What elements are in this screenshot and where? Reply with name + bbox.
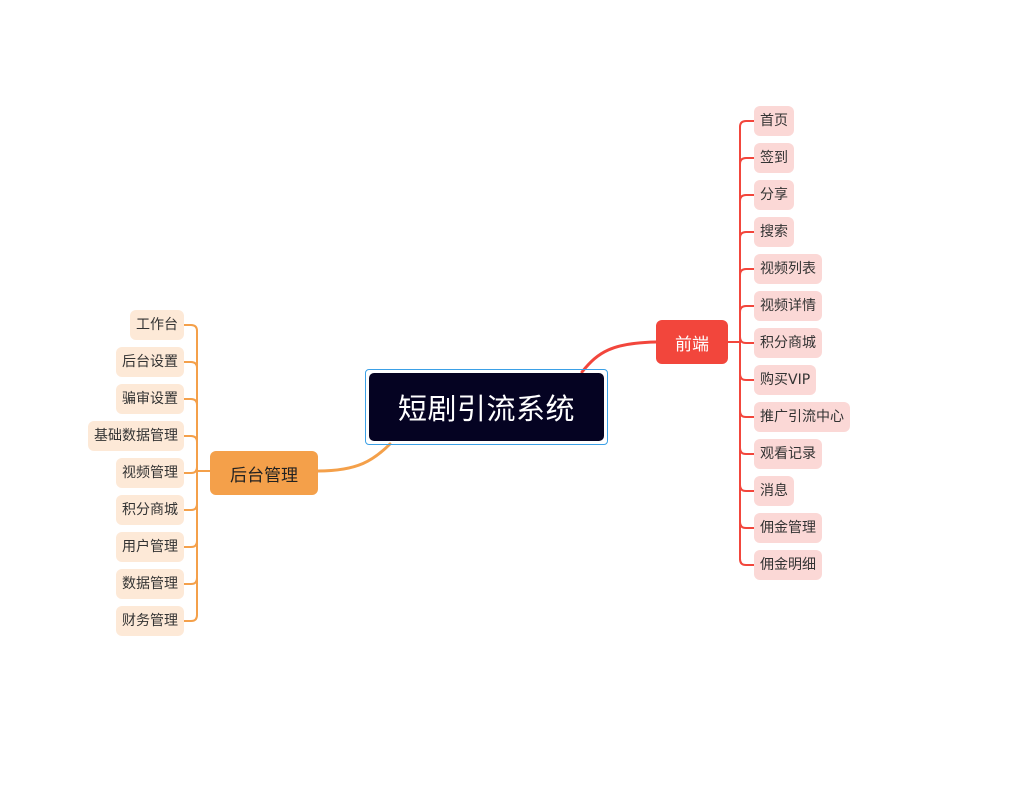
back-leaf-item[interactable]: 用户管理 xyxy=(116,532,184,562)
back-leaf-connector xyxy=(183,503,198,511)
front-leaf-item[interactable]: 积分商城 xyxy=(754,328,822,358)
front-leaf-connector xyxy=(739,305,755,313)
branch-node-front[interactable]: 前端 xyxy=(656,320,728,364)
back-leaf-connector xyxy=(183,435,198,443)
back-leaf-item[interactable]: 视频管理 xyxy=(116,458,184,488)
back-leaf-item[interactable]: 后台设置 xyxy=(116,347,184,377)
front-leaf-connector xyxy=(739,558,755,566)
front-leaf-connector xyxy=(739,157,755,165)
front-leaf-item[interactable]: 观看记录 xyxy=(754,439,822,469)
back-leaf-item[interactable]: 工作台 xyxy=(130,310,184,340)
front-leaf-connector xyxy=(739,410,755,418)
root-node-label: 短剧引流系统 xyxy=(369,373,604,441)
front-leaf-connector xyxy=(739,231,755,239)
front-leaf-connector xyxy=(739,447,755,455)
back-leaf-connector xyxy=(183,398,198,406)
back-leaf-item[interactable]: 骗审设置 xyxy=(116,384,184,414)
front-leaf-connector xyxy=(739,336,755,344)
front-leaf-item[interactable]: 佣金明细 xyxy=(754,550,822,580)
back-leaf-connector xyxy=(183,324,198,332)
root-to-back-connector xyxy=(316,442,392,473)
back-leaf-connector xyxy=(183,466,198,474)
front-leaf-connector xyxy=(739,120,755,128)
front-leaf-item[interactable]: 搜索 xyxy=(754,217,794,247)
front-leaf-connector xyxy=(739,268,755,276)
front-leaf-connector xyxy=(739,521,755,529)
front-leaf-item[interactable]: 视频详情 xyxy=(754,291,822,321)
back-leaf-connector xyxy=(183,540,198,548)
root-node[interactable]: 短剧引流系统 xyxy=(365,369,608,445)
back-leaf-item[interactable]: 财务管理 xyxy=(116,606,184,636)
back-leaf-connector xyxy=(183,361,198,369)
back-leaf-item[interactable]: 基础数据管理 xyxy=(88,421,184,451)
back-leaf-connector xyxy=(183,614,198,622)
front-leaf-item[interactable]: 购买VIP xyxy=(754,365,817,395)
front-leaf-item[interactable]: 推广引流中心 xyxy=(754,402,850,432)
front-leaf-item[interactable]: 消息 xyxy=(754,476,794,506)
front-leaf-connector xyxy=(739,194,755,202)
root-to-front-connector xyxy=(580,340,658,374)
back-leaf-item[interactable]: 数据管理 xyxy=(116,569,184,599)
front-leaf-item[interactable]: 签到 xyxy=(754,143,794,173)
front-leaf-item[interactable]: 首页 xyxy=(754,106,794,136)
branch-node-back[interactable]: 后台管理 xyxy=(210,451,318,495)
back-leaf-connector xyxy=(183,577,198,585)
front-leaf-item[interactable]: 佣金管理 xyxy=(754,513,822,543)
front-leaf-item[interactable]: 分享 xyxy=(754,180,794,210)
front-leaf-connector xyxy=(739,484,755,492)
front-leaf-item[interactable]: 视频列表 xyxy=(754,254,822,284)
front-leaf-connector xyxy=(739,373,755,381)
back-leaf-item[interactable]: 积分商城 xyxy=(116,495,184,525)
